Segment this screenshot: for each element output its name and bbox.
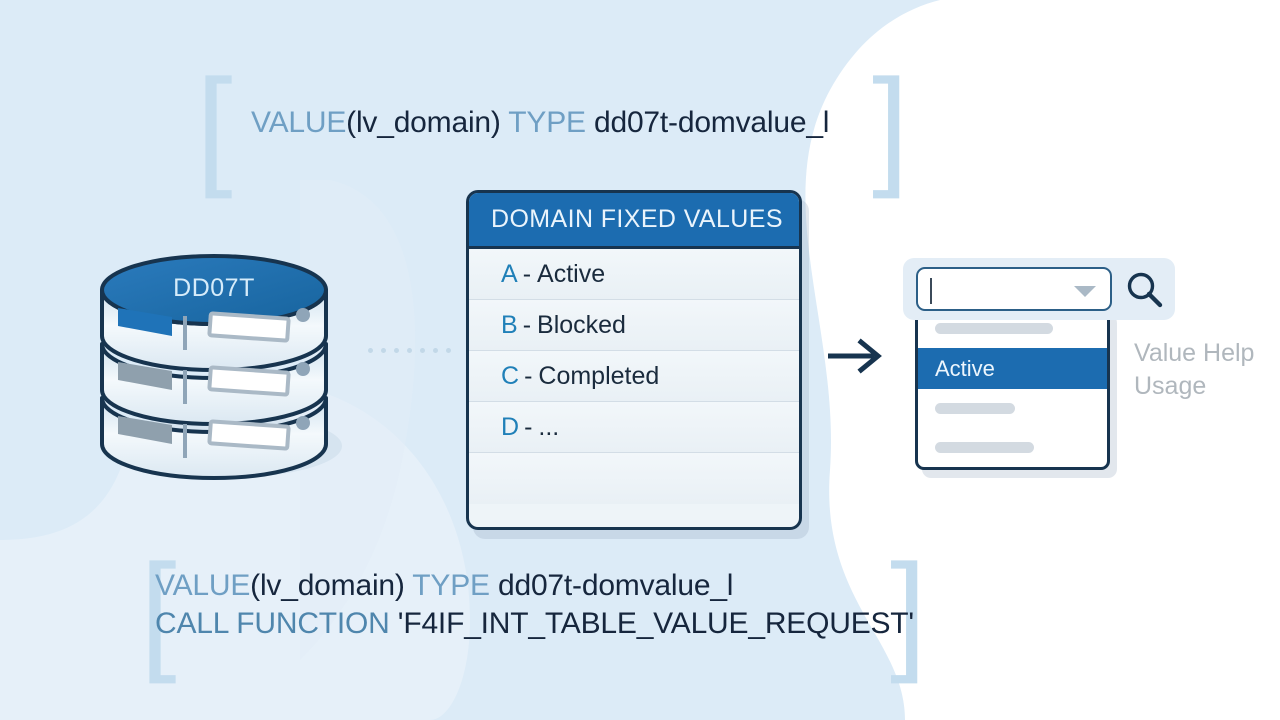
row-key: B	[501, 310, 518, 339]
connector-dot	[368, 348, 373, 353]
row-sep: -	[522, 310, 532, 339]
row-key: A	[501, 259, 518, 288]
connector-dot	[420, 348, 425, 353]
code-snippet-bottom: VALUE(lv_domain) TYPE dd07t-domvalue_l C…	[155, 567, 914, 643]
row-label: Active	[537, 259, 606, 288]
row-sep: -	[522, 259, 532, 288]
code-line: VALUE(lv_domain) TYPE dd07t-domvalue_l	[251, 104, 829, 142]
connector-dot	[407, 348, 412, 353]
connector-dot	[433, 348, 438, 353]
code-keyword: TYPE	[412, 569, 490, 602]
list-item-placeholder[interactable]	[918, 309, 1107, 348]
row-label: Completed	[538, 361, 660, 390]
database-icon	[100, 254, 342, 480]
table-row[interactable]: C - Completed	[469, 351, 799, 402]
dotted-connector	[368, 348, 451, 353]
search-icon[interactable]	[1125, 270, 1165, 315]
database-cylinder: DD07T	[92, 222, 360, 490]
domain-fixed-values-panel: DOMAIN FIXED VALUES A - Active B - Block…	[466, 190, 802, 530]
placeholder-bar	[935, 442, 1034, 453]
caption-line-2: Usage	[1134, 372, 1207, 400]
chevron-down-icon[interactable]	[1074, 286, 1096, 297]
text-caret	[930, 278, 932, 304]
code-text: (lv_domain)	[346, 106, 509, 139]
connector-dot	[381, 348, 386, 353]
code-text: (lv_domain)	[250, 569, 413, 602]
row-key: D	[501, 412, 520, 441]
placeholder-bar	[935, 323, 1053, 334]
row-key: C	[501, 361, 520, 390]
bracket-bottom-right: ]	[890, 537, 927, 684]
code-text: dd07t-domvalue_l	[489, 569, 734, 602]
value-help-usage-caption: Value Help Usage	[1134, 337, 1254, 403]
row-sep: -	[524, 361, 533, 390]
code-text: 'F4IF_INT_TABLE_VALUE_REQUEST'	[389, 607, 914, 640]
arrow-right-icon	[828, 338, 882, 374]
code-line: VALUE(lv_domain) TYPE dd07t-domvalue_l	[155, 567, 914, 605]
bracket-top-left: [	[196, 52, 233, 199]
code-keyword: VALUE	[155, 569, 251, 602]
list-item-placeholder[interactable]	[918, 389, 1107, 428]
list-item-label: Active	[935, 355, 995, 381]
code-keyword: CALL FUNCTION	[155, 607, 390, 640]
code-line: CALL FUNCTION 'F4IF_INT_TABLE_VALUE_REQU…	[155, 605, 914, 643]
code-snippet-top: VALUE(lv_domain) TYPE dd07t-domvalue_l	[251, 104, 829, 142]
table-row-empty	[469, 453, 799, 504]
code-keyword: TYPE	[508, 106, 586, 139]
value-help-dropdown-list[interactable]: Active	[915, 306, 1110, 470]
table-row[interactable]: D - ...	[469, 402, 799, 453]
code-keyword: VALUE	[251, 106, 347, 139]
connector-dot	[446, 348, 451, 353]
row-label: Blocked	[537, 310, 626, 339]
placeholder-bar	[935, 403, 1015, 414]
table-row[interactable]: B - Blocked	[469, 300, 799, 351]
row-label: ...	[538, 412, 560, 441]
search-input[interactable]	[916, 267, 1112, 311]
panel-title: DOMAIN FIXED VALUES	[491, 205, 783, 233]
value-help-search-bar	[903, 258, 1175, 320]
row-sep: -	[524, 412, 533, 441]
panel-header: DOMAIN FIXED VALUES	[469, 193, 799, 249]
connector-dot	[394, 348, 399, 353]
bracket-bottom-left: [	[140, 537, 177, 684]
caption-line-1: Value Help	[1134, 339, 1255, 367]
bracket-top-right: ]	[872, 52, 909, 199]
list-item-placeholder[interactable]	[918, 428, 1107, 467]
flow-arrow	[826, 338, 888, 379]
code-text: dd07t-domvalue_l	[585, 106, 830, 139]
list-item-active[interactable]: Active	[918, 348, 1107, 389]
table-row[interactable]: A - Active	[469, 249, 799, 300]
